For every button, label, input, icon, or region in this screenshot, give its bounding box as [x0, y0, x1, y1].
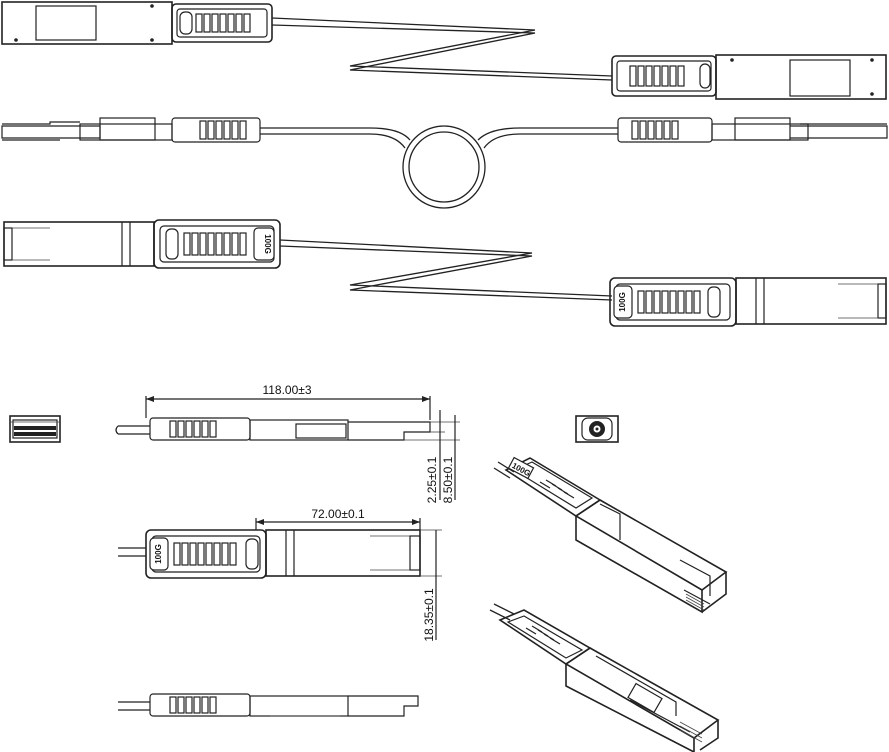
- body-length-dimension: 72.00±0.1: [311, 507, 365, 521]
- height-dimension-a: 2.25±0.1: [425, 456, 439, 503]
- connector-face-view: [9, 415, 61, 443]
- length-dimension: 118.00±3: [262, 383, 311, 397]
- right-module-bottom: 100G: [609, 277, 887, 327]
- left-module-side: [1, 117, 261, 143]
- lower-side-view: [118, 693, 419, 717]
- isometric-view-top: 100G: [493, 456, 728, 614]
- module-label-100g: 100G: [263, 234, 272, 254]
- height-dimension-b: 8.50±0.1: [441, 456, 455, 503]
- left-module-top: [1, 1, 273, 45]
- module-label-100g-right: 100G: [618, 292, 627, 312]
- right-module-top: [611, 54, 887, 100]
- right-module-side: [617, 117, 888, 143]
- top-view-assembly: [1, 1, 887, 100]
- isometric-view-bottom: [489, 603, 720, 752]
- cable-end-view: [575, 415, 619, 443]
- side-view-assembly: [1, 117, 888, 209]
- left-module-bottom: 100G: [3, 219, 281, 269]
- bottom-dimension-view: 100G 72.00±0.1 18.35±0.1: [118, 507, 442, 642]
- side-dimension-view: 118.00±3 2.25±0.1 8.50±0.1: [115, 383, 460, 503]
- dimension-view-label: 100G: [154, 544, 163, 564]
- width-dimension: 18.35±0.1: [422, 588, 436, 642]
- bottom-view-assembly: 100G 100G: [3, 219, 887, 327]
